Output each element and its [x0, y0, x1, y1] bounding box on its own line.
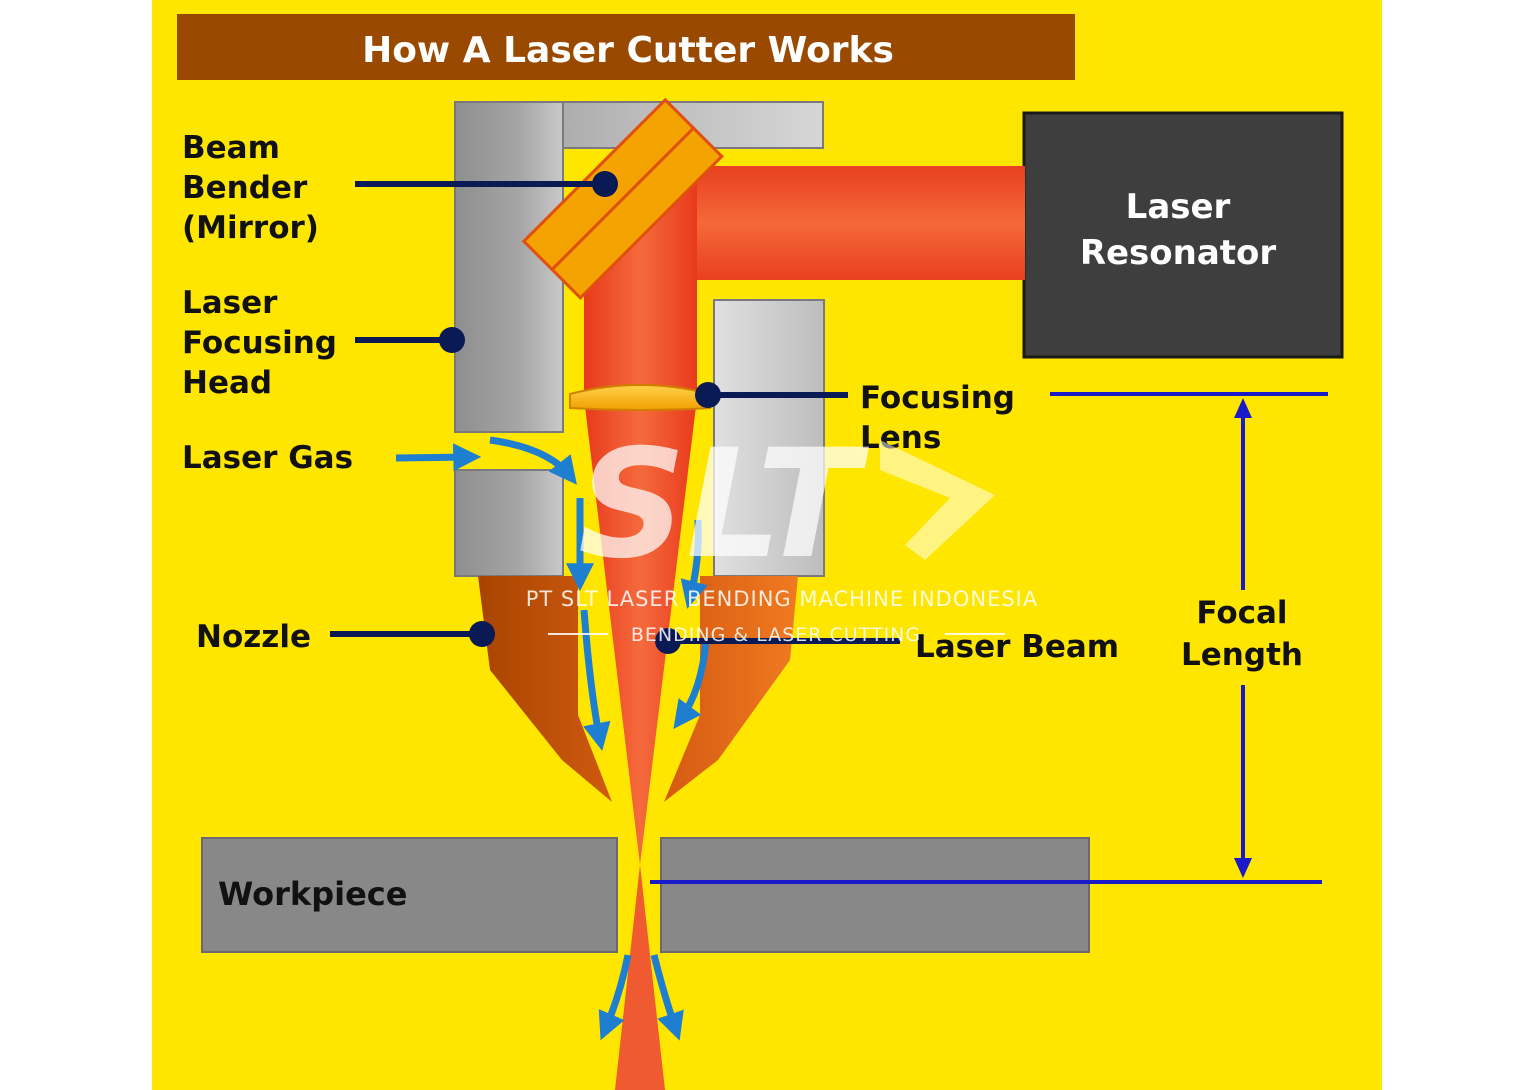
- gas-flow-arrow-5: [673, 639, 710, 730]
- gas-flow-arrow-3: [580, 609, 611, 751]
- focusing-head-right-wall: [713, 299, 825, 577]
- focusing-head-label-line3: Head: [182, 365, 272, 401]
- gas-flow-arrow-4: [680, 519, 708, 609]
- leader-lines: [330, 171, 900, 654]
- diverging-laser-beam: [615, 865, 665, 1090]
- focal-length-label-line1: Focal: [1196, 595, 1287, 631]
- vertical-laser-beam: [584, 166, 697, 398]
- watermark-company: PT SLT LASER BENDING MACHINE INDONESIA: [526, 587, 1039, 611]
- beam-bender-label-line1: Beam: [182, 130, 280, 166]
- workpiece-right: [660, 837, 1090, 953]
- gas-exit-arrow-left: [598, 954, 632, 1041]
- slt-watermark: SLT PT SLT LASER BENDING MACHINE INDONES…: [526, 418, 1039, 646]
- focusing-lens: [569, 384, 711, 411]
- title-bar: [177, 14, 1075, 80]
- watermark-logo: SLT: [578, 418, 870, 592]
- nozzle-left: [478, 576, 612, 802]
- beam-bender-label-line3: (Mirror): [182, 210, 319, 246]
- nozzle-label: Nozzle: [196, 619, 311, 655]
- beam-bender-label-line2: Bender: [182, 170, 308, 206]
- workpiece-left: [201, 837, 618, 953]
- workpiece-label: Workpiece: [218, 875, 407, 913]
- resonator-label-line1: Laser: [1126, 187, 1231, 227]
- focal-length-label-line2: Length: [1181, 637, 1303, 673]
- laser-gas-inlet-arrow: [395, 443, 482, 472]
- focusing-lens-label-line1: Focusing: [860, 380, 1015, 416]
- watermark-tagline: BENDING & LASER CUTTING: [631, 624, 921, 646]
- page-title: How A Laser Cutter Works: [362, 30, 894, 71]
- converging-laser-beam: [584, 398, 697, 865]
- horizontal-laser-beam: [697, 166, 1025, 280]
- focusing-head-label-line2: Focusing: [182, 325, 337, 361]
- gas-flow-arrow-1: [489, 436, 577, 485]
- focusing-head-left-lower: [454, 469, 564, 577]
- gas-exit-arrow-right: [650, 954, 684, 1041]
- laser-resonator-box: [1022, 111, 1344, 359]
- laser-gas-label: Laser Gas: [182, 440, 353, 476]
- focusing-head-left-wall: [454, 101, 564, 433]
- focusing-head-label-line1: Laser: [182, 285, 278, 321]
- focal-length-marker: [650, 392, 1328, 884]
- resonator-label-line2: Resonator: [1080, 233, 1277, 273]
- nozzle-right: [664, 576, 798, 802]
- watermark-arrow-icon: [880, 440, 995, 560]
